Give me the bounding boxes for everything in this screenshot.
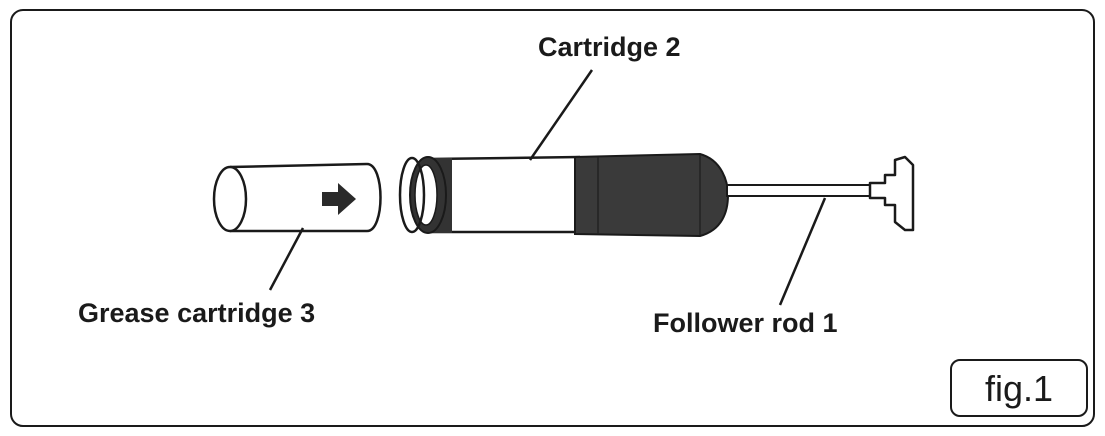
- label-grease-cartridge-3: Grease cartridge 3: [78, 298, 316, 328]
- leader-line-follower-rod: [778, 197, 827, 306]
- figure-label: fig.1: [984, 368, 1054, 409]
- label-cartridge-2: Cartridge 2: [538, 32, 681, 62]
- gun-head: [574, 152, 730, 238]
- direction-arrow-icon: [322, 183, 356, 215]
- follower-rod: [726, 155, 915, 232]
- leader-line-cartridge: [528, 69, 594, 161]
- label-follower-rod-1: Follower rod 1: [653, 308, 838, 338]
- grease-cartridge-tube: [212, 162, 382, 233]
- leader-line-grease-cartridge: [268, 227, 305, 291]
- diagram-frame: [10, 9, 1095, 427]
- figure-label-box: fig.1: [950, 359, 1088, 417]
- cartridge-barrel: [398, 155, 581, 234]
